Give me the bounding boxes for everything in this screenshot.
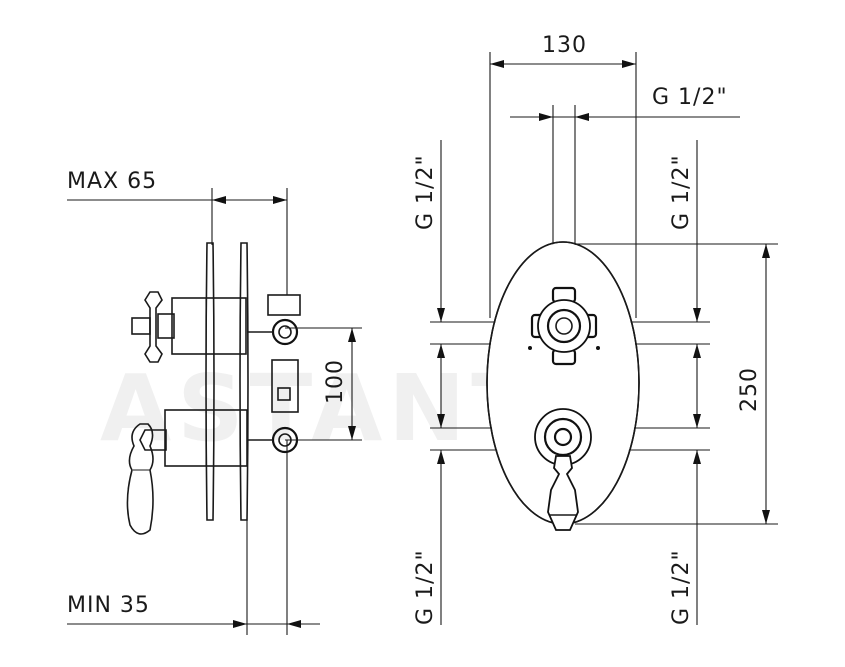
- cross-handle-stem: [157, 313, 175, 339]
- spacing-label: 100: [323, 359, 348, 404]
- upper-connection-box: [267, 294, 301, 316]
- upper-outlet-ring: [271, 318, 299, 346]
- width-arrow-right: [622, 60, 636, 68]
- max-arrow-left: [212, 196, 226, 204]
- top-arrow-right: [575, 113, 589, 121]
- lever-handle-front: [534, 408, 592, 531]
- height-arrow-bottom: [762, 510, 770, 524]
- cross-handle-front: [528, 286, 600, 366]
- upper-valve-body: [171, 297, 247, 355]
- spacing-arrow-top: [348, 328, 356, 342]
- left-upper-label: G 1/2": [413, 154, 438, 230]
- width-label: 130: [542, 33, 587, 58]
- left-lower-arrow-a: [437, 414, 445, 428]
- front-view: 130 G 1/2" 250 G 1/2" G: [413, 33, 778, 625]
- lever-connector: [139, 429, 167, 451]
- left-upper-arrow-a: [437, 308, 445, 322]
- top-arrow-left: [539, 113, 553, 121]
- max-arrow-right: [273, 196, 287, 204]
- spacing-arrow-bottom: [348, 426, 356, 440]
- width-arrow-left: [490, 60, 504, 68]
- mixer-box: [271, 359, 299, 413]
- side-view: MAX 65 100: [67, 169, 362, 635]
- min-label: MIN 35: [67, 593, 150, 618]
- lever-handle: [126, 423, 154, 535]
- right-lower-arrow-a: [693, 414, 701, 428]
- right-lower-label: G 1/2": [669, 549, 694, 625]
- top-connection-label: G 1/2": [652, 85, 728, 110]
- min-arrow-left: [233, 620, 247, 628]
- watermark: ASTANT: [100, 355, 540, 462]
- right-upper-label: G 1/2": [669, 154, 694, 230]
- height-arrow-top: [762, 244, 770, 258]
- cross-handle-arm: [131, 317, 151, 335]
- max-label: MAX 65: [67, 169, 157, 194]
- left-lower-label: G 1/2": [413, 549, 438, 625]
- upper-outlet-core: [278, 325, 292, 339]
- min-arrow-right: [287, 620, 301, 628]
- plate-mask: [488, 243, 638, 523]
- mixer-window: [277, 387, 291, 401]
- right-upper-arrow-a: [693, 308, 701, 322]
- cross-handle: [144, 291, 163, 363]
- height-label: 250: [737, 367, 762, 412]
